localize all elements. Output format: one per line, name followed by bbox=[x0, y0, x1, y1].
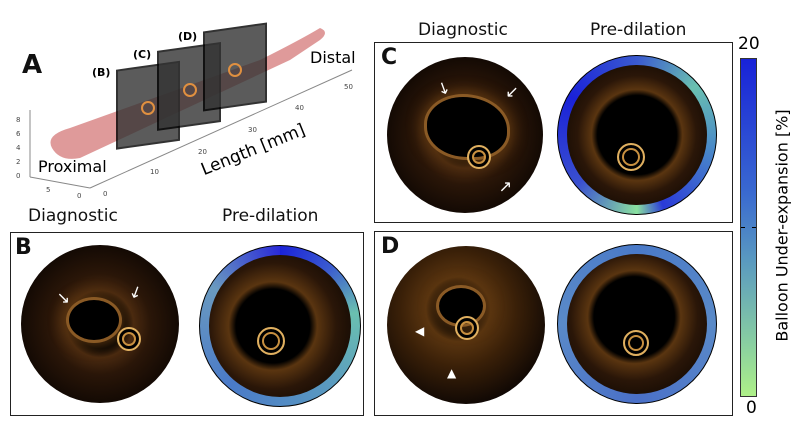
arrowhead-icon: ◀ bbox=[415, 324, 425, 338]
arrow-icon: ↓ bbox=[500, 81, 524, 104]
slice-label-d: (D) bbox=[178, 30, 198, 43]
panel-b: B ↓ ↓ bbox=[10, 232, 364, 416]
tick: 5 bbox=[46, 186, 51, 194]
oct-image-diagnostic: ↓ ↓ bbox=[21, 245, 179, 403]
oct-image-predilation bbox=[557, 244, 717, 404]
panel-c-predilation-title: Pre-dilation bbox=[590, 20, 687, 40]
panel-c-label: C bbox=[381, 45, 398, 70]
oct-image-predilation bbox=[557, 55, 717, 215]
arrow-icon: ↓ bbox=[52, 287, 76, 310]
tick: 6 bbox=[16, 130, 21, 138]
tick: 0 bbox=[16, 172, 21, 180]
arrow-icon: ↓ bbox=[494, 175, 518, 198]
oct-image-diagnostic: ↓ ↓ ↓ bbox=[387, 57, 543, 213]
oct-image-diagnostic: ◀ ▲ bbox=[387, 246, 545, 404]
tick: 8 bbox=[16, 116, 21, 124]
tick: 50 bbox=[344, 83, 353, 91]
panel-d-label: D bbox=[381, 234, 400, 259]
arrowhead-icon: ▲ bbox=[447, 366, 457, 380]
colorbar-max: 20 bbox=[738, 34, 760, 54]
tick: 0 bbox=[77, 192, 82, 200]
colorbar-tick bbox=[741, 227, 745, 228]
panel-b-predilation-title: Pre-dilation bbox=[222, 206, 319, 226]
tick: 4 bbox=[16, 144, 21, 152]
colorbar-label: Balloon Under-expansion [%] bbox=[772, 109, 792, 342]
distal-label: Distal bbox=[310, 48, 356, 67]
colorbar-tick bbox=[752, 227, 756, 228]
tick: 40 bbox=[295, 104, 304, 112]
panel-b-diagnostic-title: Diagnostic bbox=[28, 206, 118, 226]
proximal-label: Proximal bbox=[38, 157, 107, 176]
panel-c: C ↓ ↓ ↓ bbox=[374, 42, 733, 223]
slice-label-c: (C) bbox=[133, 48, 152, 61]
slice-d bbox=[203, 22, 267, 112]
arrow-icon: ↓ bbox=[126, 281, 146, 304]
tick: 10 bbox=[150, 168, 159, 176]
panel-b-label: B bbox=[15, 235, 32, 260]
colorbar-min: 0 bbox=[746, 398, 757, 418]
tick: 0 bbox=[103, 190, 108, 198]
colorbar bbox=[740, 58, 757, 397]
panel-a-label: A bbox=[22, 50, 43, 80]
tick: 30 bbox=[248, 126, 257, 134]
oct-image-predilation bbox=[199, 245, 361, 407]
vessel-3d-plot bbox=[29, 22, 353, 189]
tick: 2 bbox=[16, 158, 21, 166]
panel-d: D ◀ ▲ bbox=[374, 231, 733, 416]
slice-label-b: (B) bbox=[92, 66, 111, 79]
tick: 20 bbox=[198, 148, 207, 156]
arrow-icon: ↓ bbox=[434, 77, 454, 100]
panel-c-diagnostic-title: Diagnostic bbox=[418, 20, 508, 40]
